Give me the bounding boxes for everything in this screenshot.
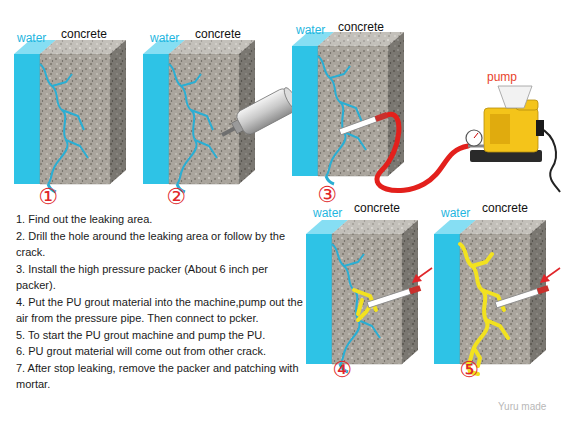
- instruction-list: 1. Find out the leaking area.2. Drill th…: [16, 211, 308, 393]
- medium-label: water: [296, 23, 325, 37]
- step-number: ②: [161, 184, 191, 210]
- grout-crack: [460, 244, 508, 374]
- crack: [169, 64, 217, 192]
- packer-tube: [367, 289, 411, 308]
- material-label: concrete: [338, 20, 384, 34]
- step-number: ⑤: [454, 357, 484, 383]
- drill: [216, 85, 301, 146]
- crack: [332, 244, 380, 372]
- equipment-label: pump: [487, 70, 517, 84]
- pump-switch: [536, 120, 544, 136]
- step-number: ④: [327, 357, 357, 383]
- medium-label: water: [17, 31, 46, 45]
- instruction-step: 4. Put the PU grout material into the ma…: [16, 294, 308, 327]
- pressure-hose: [377, 114, 468, 190]
- step-number: ③: [312, 182, 342, 208]
- crack: [40, 64, 88, 192]
- packer: [495, 285, 549, 308]
- crack: [318, 56, 366, 184]
- wall-block: [306, 220, 418, 364]
- material-label: concrete: [195, 27, 241, 41]
- power-cable: [540, 128, 560, 192]
- watermark: Yuru made: [498, 401, 546, 413]
- material-label: concrete: [482, 201, 528, 215]
- pump-panel: [490, 114, 510, 144]
- instruction-step: 2. Drill the hole around the leaking are…: [16, 228, 308, 261]
- packer-tip: [409, 285, 421, 294]
- instruction-step: 5. To start the PU grout machine and pum…: [16, 327, 308, 344]
- grout-pump: [466, 86, 560, 192]
- instruction-step: 7. After stop leaking, remove the packer…: [16, 360, 308, 393]
- material-label: concrete: [61, 27, 107, 41]
- packer: [367, 285, 421, 308]
- medium-label: water: [313, 206, 342, 220]
- material-label: concrete: [354, 201, 400, 215]
- step-number: ①: [33, 184, 63, 210]
- packer: [339, 112, 388, 135]
- arrow-shaft: [546, 268, 560, 278]
- instruction-step: 6. PU grout material will come out from …: [16, 343, 308, 360]
- pump-hopper: [498, 86, 532, 108]
- packer-tip: [537, 285, 549, 294]
- packer-tube: [495, 289, 539, 308]
- instruction-step: 1. Find out the leaking area.: [16, 211, 308, 228]
- instruction-step: 3. Install the high pressure packer (Abo…: [16, 261, 308, 294]
- arrow-head: [540, 274, 550, 283]
- pump-body: [484, 108, 538, 152]
- medium-label: water: [150, 31, 179, 45]
- gauge-needle: [474, 133, 478, 138]
- flow-arrow: [540, 268, 560, 283]
- packer-tip: [375, 112, 388, 122]
- packer-tube: [339, 116, 377, 135]
- flow-arrow: [412, 268, 432, 283]
- arrow-shaft: [418, 268, 432, 278]
- pressure-gauge: [466, 130, 482, 146]
- arrow-head: [412, 274, 422, 283]
- medium-label: water: [441, 206, 470, 220]
